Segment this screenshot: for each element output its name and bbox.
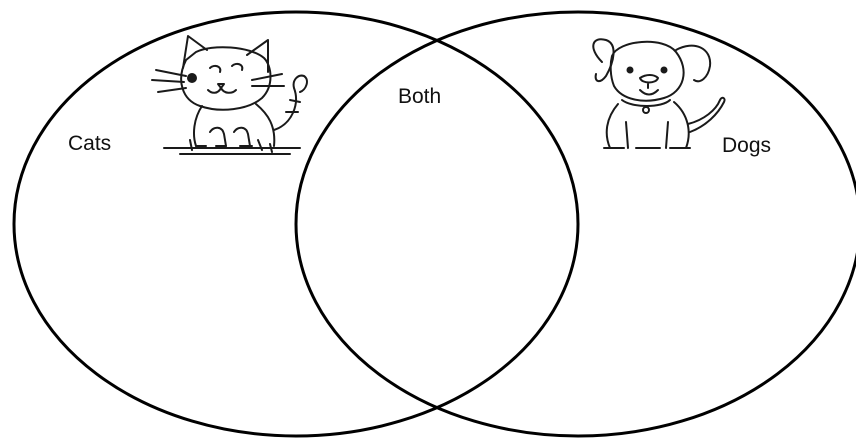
both-label: Both bbox=[398, 85, 441, 108]
dogs-circle bbox=[296, 12, 856, 436]
cats-label: Cats bbox=[68, 132, 111, 155]
dogs-label: Dogs bbox=[722, 134, 771, 157]
cat-icon bbox=[152, 36, 307, 154]
dog-icon bbox=[593, 39, 724, 148]
